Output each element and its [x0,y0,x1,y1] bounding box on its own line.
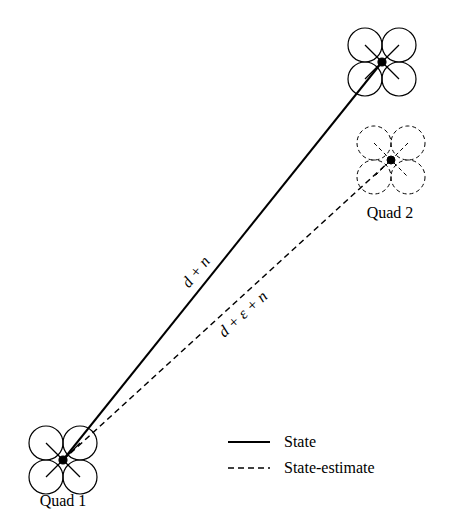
quad-name: Quad 2 [331,204,449,222]
estimate-distance-line [63,160,391,460]
state-distance-line [63,62,382,460]
quad-name: Quad 1 [14,492,112,510]
legend-entry: State-estimate [226,458,375,478]
quad-label-box: Quad 2 [331,20,449,222]
legend-entry: State [226,432,316,452]
distance-label: d + n [176,251,214,293]
legend-line-sample [226,432,272,452]
legend-text: State-estimate [284,459,375,477]
quad-label-box: Quad 1 [14,418,112,510]
legend-line-sample [226,458,272,478]
legend-text: State [284,433,316,451]
